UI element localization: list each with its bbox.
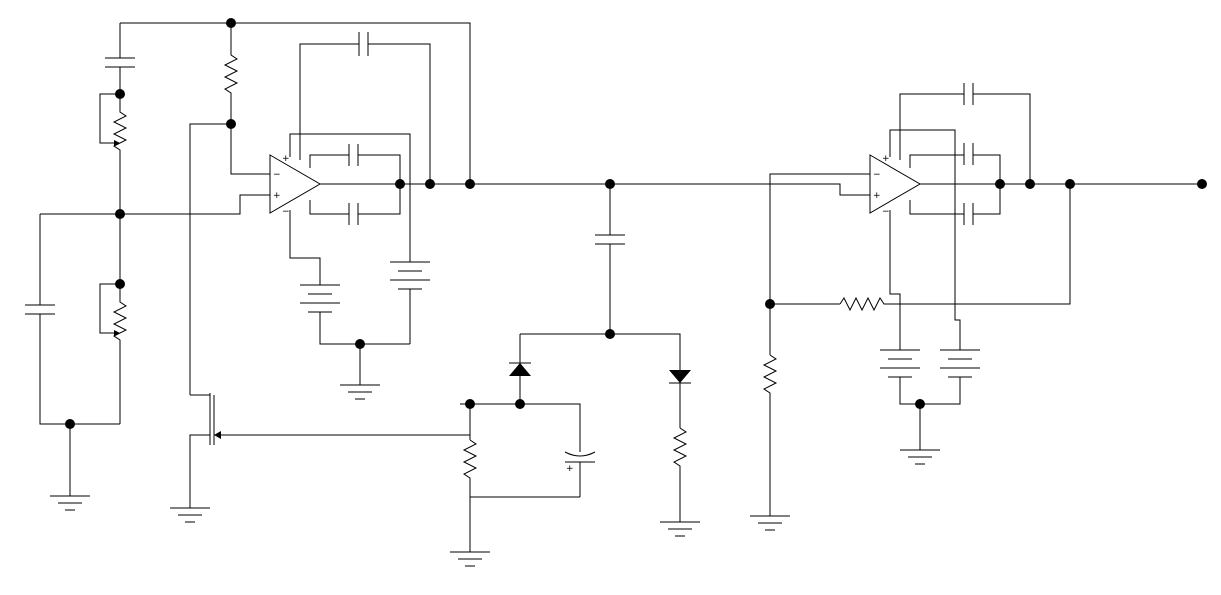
- wire-main-to-opamp2: [610, 183, 870, 196]
- capacitor-c1: [105, 57, 135, 68]
- capacitor-c3: [358, 32, 369, 56]
- wire-opamp2-feedback-top: [899, 93, 1031, 184]
- wire-opamp2-inverting: [769, 173, 870, 304]
- battery-b1: [300, 284, 340, 313]
- junction-dots: [65, 18, 1207, 429]
- wire-left-bottom: [39, 314, 120, 425]
- wire-top-rail: [120, 22, 471, 184]
- capacitor-c8: [963, 83, 974, 105]
- wire-mid-node: [40, 194, 270, 215]
- wire-opamp1-cap-loop-top: [309, 154, 401, 184]
- wire-opamp1-feedback-top: [299, 43, 431, 184]
- ground-2: [170, 507, 210, 523]
- resistor-r5: [762, 354, 778, 516]
- wire-opamp1-cap-loop-bottom: [309, 184, 401, 215]
- resistor-r2: [462, 439, 580, 498]
- op-amp-1-pin-minus: −: [273, 170, 281, 180]
- op-amp-1-pin-plus: +: [273, 191, 281, 201]
- resistor-r3: [672, 427, 688, 522]
- wire-rect-node: [460, 403, 581, 452]
- ground-3: [340, 384, 380, 400]
- op-amp-2-pin-minus-bottom: −: [882, 207, 890, 217]
- capacitor-c10: [963, 203, 974, 225]
- ground-4: [450, 551, 490, 567]
- capacitor-c2: [25, 304, 55, 315]
- wire-opamp2-supply-top: [889, 129, 961, 350]
- op-amp-2-pin-plus: +: [873, 191, 881, 201]
- diode-d1: [509, 362, 531, 376]
- ground-1: [50, 495, 90, 511]
- transistor-q1: [189, 393, 470, 508]
- wire-opamp2-supply-bottom: [889, 210, 901, 350]
- ground-6: [750, 515, 790, 531]
- capacitor-c9: [963, 143, 974, 165]
- potentiometer-p1: [99, 93, 128, 214]
- op-amp-1: + − + −: [269, 154, 321, 217]
- diode-d2: [669, 370, 691, 384]
- potentiometer-p2: [99, 214, 128, 424]
- battery-b3: [880, 349, 920, 378]
- capacitor-c5: [348, 203, 359, 225]
- op-amp-2-pin-plus-top: +: [882, 154, 890, 164]
- wire-opamp2-cap-loop-top: [909, 154, 1001, 184]
- wire-opamp2-cap-loop-bottom: [909, 184, 1001, 215]
- capacitor-c4: [348, 144, 359, 166]
- ground-7: [900, 449, 940, 465]
- wire-b3-b4-bottom: [899, 377, 961, 405]
- wire-opamp1-supply-bottom: [289, 210, 321, 285]
- battery-b4: [940, 349, 980, 378]
- wire-opamp1-supply-top: [289, 133, 411, 262]
- resistor-r1: [223, 23, 239, 124]
- op-amp-1-pin-minus-bottom: −: [282, 207, 290, 217]
- wire-mid-node-h: [520, 333, 681, 370]
- op-amp-2: + − + −: [869, 154, 921, 217]
- resistor-r4: [839, 184, 1071, 312]
- wire-r1-to-inverting: [230, 124, 270, 175]
- capacitor-c6: [595, 234, 625, 245]
- capacitor-c7-plus-mark: +: [566, 464, 574, 474]
- op-amp-2-pin-minus: −: [873, 170, 881, 180]
- battery-b2: [390, 261, 430, 290]
- wire-b1-down: [319, 312, 410, 345]
- wire-r1-to-transistor: [189, 123, 231, 395]
- op-amp-1-pin-plus-top: +: [282, 154, 290, 164]
- ground-5: [660, 521, 700, 537]
